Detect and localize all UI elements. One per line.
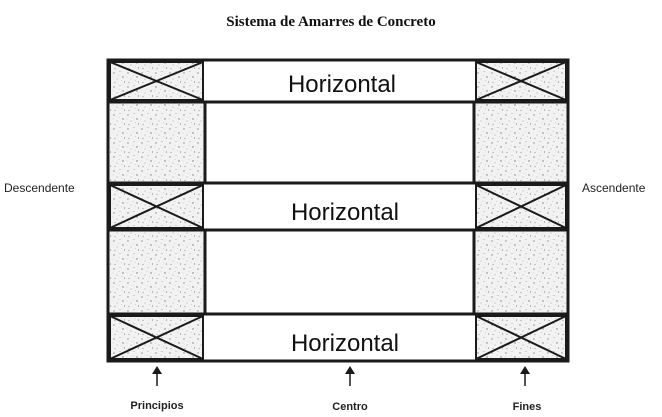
cross-brace-top-left [109,61,204,101]
side-label-left: Descendente [4,181,75,195]
arrow-up-center [345,366,355,386]
band-bottom: Horizontal [106,312,570,363]
arrow-up-right [520,366,530,386]
cross-brace-bottom-left [109,315,204,360]
arrow-up-left [152,366,162,386]
bottom-label-right: Fines [513,401,542,413]
bottom-label-center: Centro [332,401,368,413]
cross-brace-middle-left [109,184,204,229]
band-label-top: Horizontal [288,71,396,98]
band-middle: Horizontal [106,181,570,232]
side-label-right: Ascendente [582,181,646,195]
band-top: Horizontal [106,58,570,104]
cross-brace-top-right [475,61,567,101]
diagram-title: Sistema de Amarres de Concreto [226,14,435,30]
cross-brace-middle-right [475,184,567,229]
band-label-bottom: Horizontal [291,330,399,357]
cross-brace-bottom-right [475,315,567,360]
band-label-middle: Horizontal [291,199,399,226]
bottom-label-left: Principios [130,400,183,412]
